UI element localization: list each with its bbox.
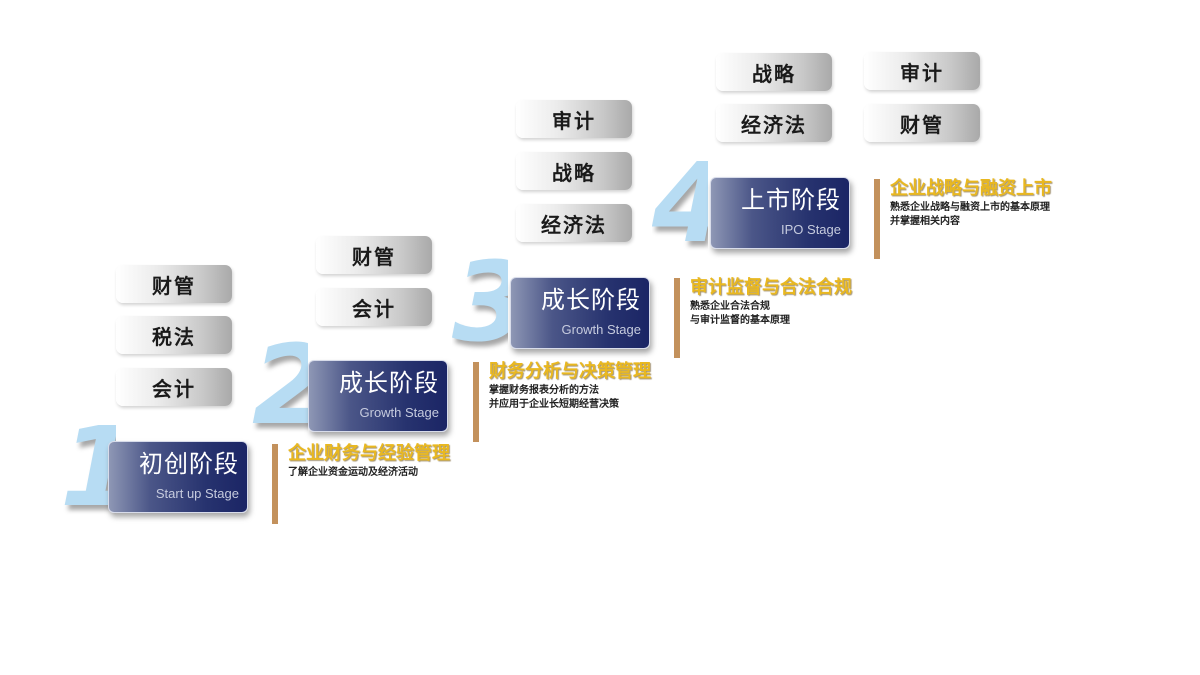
stage-name-cn: 上市阶段 (741, 186, 841, 214)
focus-line: 并应用于企业长短期经营决策 (489, 399, 619, 410)
focus-title: 审计监督与合法合规 (690, 277, 852, 298)
accent-bar (272, 444, 278, 524)
stage-number-1: 1 (60, 412, 116, 522)
focus-line: 掌握财务报表分析的方法 (489, 385, 599, 396)
stage-box-startup: 初创阶段 Start up Stage (108, 441, 248, 513)
focus-title: 企业财务与经验管理 (288, 443, 450, 464)
focus-line: 熟悉企业战略与融资上市的基本原理 (890, 202, 1050, 213)
subject-tag-strategy: 战略 (716, 53, 832, 91)
stage-focus-4: 企业战略与融资上市 熟悉企业战略与融资上市的基本原理 并掌握相关内容 (890, 177, 1052, 229)
focus-line: 与审计监督的基本原理 (690, 315, 790, 326)
subject-tag-audit: 审计 (864, 52, 980, 90)
stage-name-cn: 成长阶段 (541, 286, 641, 314)
stage-number-2: 2 (252, 330, 308, 440)
focus-line: 熟悉企业合法合规 (690, 301, 770, 312)
stage-box-growth-b: 成长阶段 Growth Stage (510, 277, 650, 349)
stage-name-en: Growth Stage (561, 322, 642, 337)
subject-tag-finance: 财管 (116, 265, 232, 303)
subject-tag-economic-law: 经济法 (716, 104, 832, 142)
stage-name-cn: 成长阶段 (339, 369, 439, 397)
subject-tag-accounting: 会计 (316, 288, 432, 326)
accent-bar (473, 362, 479, 442)
focus-title: 财务分析与决策管理 (489, 361, 651, 382)
stage-name-en: Growth Stage (359, 405, 440, 420)
stage-focus-1: 企业财务与经验管理 了解企业资金运动及经济活动 (288, 442, 450, 480)
subject-tag-strategy: 战略 (516, 152, 632, 190)
subject-tag-accounting: 会计 (116, 368, 232, 406)
stage-number-4: 4 (652, 148, 708, 258)
stage-box-ipo: 上市阶段 IPO Stage (710, 177, 850, 249)
stage-number-3: 3 (452, 247, 508, 357)
stage-box-growth-a: 成长阶段 Growth Stage (308, 360, 448, 432)
stage-name-cn: 初创阶段 (139, 450, 239, 478)
subject-tag-tax-law: 税法 (116, 316, 232, 354)
accent-bar (674, 278, 680, 358)
stage-focus-3: 审计监督与合法合规 熟悉企业合法合规 与审计监督的基本原理 (690, 276, 852, 328)
subject-tag-economic-law: 经济法 (516, 204, 632, 242)
focus-line: 了解企业资金运动及经济活动 (288, 467, 418, 478)
subject-tag-audit: 审计 (516, 100, 632, 138)
subject-tag-finance: 财管 (316, 236, 432, 274)
focus-title: 企业战略与融资上市 (890, 178, 1052, 199)
stage-name-en: IPO Stage (781, 222, 841, 237)
stage-focus-2: 财务分析与决策管理 掌握财务报表分析的方法 并应用于企业长短期经营决策 (489, 360, 651, 412)
focus-line: 并掌握相关内容 (890, 216, 960, 227)
subject-tag-finance: 财管 (864, 104, 980, 142)
accent-bar (874, 179, 880, 259)
stage-name-en: Start up Stage (155, 486, 239, 501)
